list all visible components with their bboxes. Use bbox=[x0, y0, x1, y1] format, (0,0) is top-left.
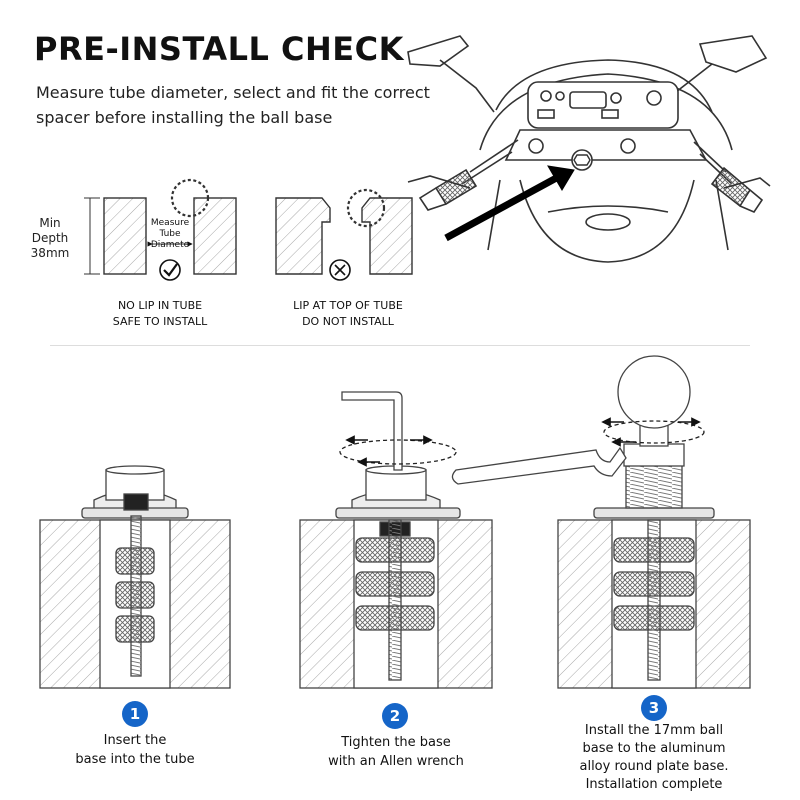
section-divider bbox=[50, 345, 750, 346]
motorcycle-handlebar-illustration bbox=[407, 35, 771, 263]
bad-caption-line: DO NOT INSTALL bbox=[302, 315, 394, 328]
left-grip-icon bbox=[418, 168, 478, 211]
ok-caption: NO LIP IN TUBE SAFE TO INSTALL bbox=[90, 298, 230, 330]
measure-line: Measure bbox=[150, 218, 190, 228]
tube-ok-section bbox=[103, 178, 237, 275]
step-2-badge: 2 bbox=[382, 703, 408, 729]
step-1-caption: Insert the base into the tube bbox=[55, 731, 215, 769]
ok-caption-line: SAFE TO INSTALL bbox=[112, 315, 208, 328]
bad-caption: LIP AT TOP OF TUBE DO NOT INSTALL bbox=[268, 298, 428, 330]
bad-caption-line: LIP AT TOP OF TUBE bbox=[293, 299, 403, 312]
depth-dimension-line bbox=[84, 197, 100, 275]
measure-tube-label: Measure Tube Diamete bbox=[144, 218, 196, 251]
step-2-illustration bbox=[299, 391, 493, 689]
allen-wrench-icon bbox=[341, 391, 403, 471]
x-circle-icon bbox=[329, 259, 351, 281]
left-mirror-icon bbox=[407, 35, 495, 113]
depth-line: Min bbox=[39, 216, 61, 230]
page-subtitle: Measure tube diameter, select and fit th… bbox=[36, 80, 436, 130]
step-2-line: Tighten the base bbox=[341, 735, 451, 750]
right-grip-icon bbox=[710, 166, 764, 213]
step-3-illustration bbox=[451, 355, 751, 689]
ok-caption-line: NO LIP IN TUBE bbox=[117, 299, 203, 312]
step-3-badge: 3 bbox=[641, 695, 667, 721]
step-3-line: base to the aluminum bbox=[582, 741, 726, 756]
step-1-line: Insert the bbox=[103, 733, 167, 748]
step-2-line: with an Allen wrench bbox=[328, 754, 464, 769]
subtitle-line: Measure tube diameter, select and fit th… bbox=[36, 83, 430, 102]
check-circle-icon bbox=[159, 259, 181, 281]
open-wrench-icon bbox=[451, 446, 627, 485]
step-1-badge: 1 bbox=[122, 701, 148, 727]
subtitle-line: spacer before installing the ball base bbox=[36, 108, 333, 127]
measure-line: Diamete bbox=[150, 240, 190, 250]
step-2-caption: Tighten the base with an Allen wrench bbox=[315, 733, 477, 771]
step-3-caption: Install the 17mm ball base to the alumin… bbox=[568, 722, 740, 794]
step-1-illustration bbox=[39, 465, 231, 689]
step-3-line: alloy round plate base. bbox=[579, 759, 729, 774]
step-3-line: Installation complete bbox=[585, 777, 723, 792]
depth-line: 38mm bbox=[30, 246, 70, 260]
step-1-line: base into the tube bbox=[75, 752, 195, 767]
ball-mount-icon bbox=[617, 355, 691, 429]
min-depth-label: Min Depth 38mm bbox=[24, 216, 76, 261]
step-3-line: Install the 17mm ball bbox=[584, 723, 724, 738]
depth-line: Depth bbox=[31, 231, 69, 245]
page-title: PRE-INSTALL CHECK bbox=[34, 30, 404, 68]
tube-lip-section bbox=[275, 188, 413, 275]
measure-line: Tube bbox=[159, 229, 181, 239]
